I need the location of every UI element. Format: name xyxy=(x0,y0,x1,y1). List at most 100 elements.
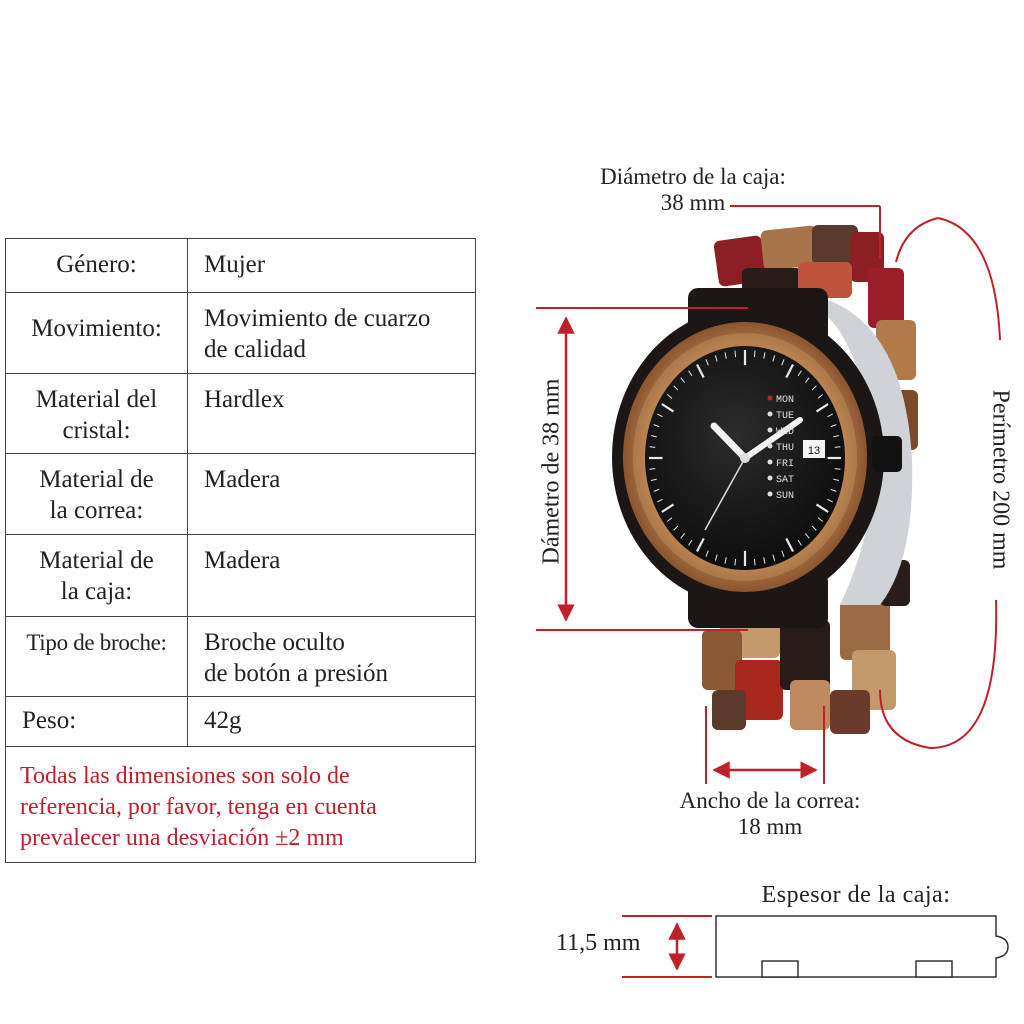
dial-tick xyxy=(785,537,794,553)
dial-tick xyxy=(714,554,718,561)
day-indicator-dot xyxy=(767,475,773,481)
dial-tick xyxy=(753,350,756,358)
dial-tick xyxy=(661,503,675,513)
dial-tick xyxy=(653,488,660,492)
dial-tick xyxy=(650,435,657,438)
dial-tick xyxy=(772,554,776,561)
day-label: SAT xyxy=(776,475,794,486)
dial-tick xyxy=(649,446,656,448)
day-label: FRI xyxy=(776,459,794,470)
day-label: SUN xyxy=(776,491,794,502)
day-indicator-dot xyxy=(767,459,773,465)
day-indicator-dot xyxy=(767,395,773,401)
dial-tick xyxy=(834,468,841,470)
spec-label-weight: Peso: xyxy=(5,696,188,747)
day-label: MON xyxy=(776,395,794,406)
table-row: Material de la correa: Madera xyxy=(5,453,476,535)
dial-tick xyxy=(804,377,810,383)
dial-tick xyxy=(724,352,727,359)
dial-tick xyxy=(804,533,810,539)
day-indicator-dot xyxy=(767,443,773,449)
dial-tick xyxy=(714,355,718,362)
dial-tick xyxy=(763,352,766,359)
dial-tick xyxy=(661,403,675,413)
dial-tick xyxy=(696,363,705,379)
spec-value-weight: 42g xyxy=(187,696,476,747)
spec-label-clasp: Tipo de broche: xyxy=(5,616,188,697)
disclaimer-note: Todas las dimensiones son solo de refere… xyxy=(5,746,476,863)
dial-tick xyxy=(705,550,709,557)
dial-tick xyxy=(833,478,840,481)
dial-tick xyxy=(673,525,679,531)
dial-tick xyxy=(753,558,756,566)
case-diameter-top-label: Diámetro de la caja: 38 mm xyxy=(600,164,786,215)
case-side-profile xyxy=(715,915,1009,978)
case-thickness-value: 11,5 mm xyxy=(556,930,641,956)
perimeter-label: Perímetro 200 mm xyxy=(987,389,1014,570)
dial-tick xyxy=(763,557,766,564)
dial-tick xyxy=(817,394,823,399)
second-hand xyxy=(704,457,746,531)
spec-value-gender: Mujer xyxy=(187,238,476,293)
table-row: Tipo de broche: Broche oculto de botón a… xyxy=(5,616,476,697)
hour-hand xyxy=(710,422,749,462)
dial-tick xyxy=(688,370,693,377)
dial-tick xyxy=(811,525,817,531)
day-indicator-dot xyxy=(767,427,773,433)
day-indicator-dot xyxy=(767,491,773,497)
perimeter-arc-top xyxy=(937,217,1001,341)
dial-tick xyxy=(811,385,817,391)
dial-tick xyxy=(815,403,829,413)
dial-tick xyxy=(785,363,794,379)
dial-tick xyxy=(830,488,837,492)
table-row: Todas las dimensiones son solo de refere… xyxy=(5,746,476,863)
case-thickness-label: Espesor de la caja: xyxy=(761,882,951,908)
dial-tick xyxy=(673,385,679,391)
dial-tick xyxy=(781,550,785,557)
dial-tick xyxy=(734,350,737,358)
dial-tick xyxy=(815,503,829,513)
dial-tick xyxy=(688,539,693,546)
spec-label-gender: Género: xyxy=(5,238,188,293)
dial-tick xyxy=(657,498,663,503)
table-row: Género: Mujer xyxy=(5,238,476,293)
dial-tick xyxy=(653,424,660,428)
dial-tick xyxy=(834,446,841,448)
dial-tick xyxy=(667,517,673,522)
dial-tick xyxy=(797,539,802,546)
day-label: TUE xyxy=(776,411,794,422)
strap-width-label: Ancho de la correa: 18 mm xyxy=(679,788,861,839)
spec-label-crystal: Material del cristal: xyxy=(5,373,188,454)
spec-value-clasp: Broche oculto de botón a presión xyxy=(187,616,476,697)
dial-tick xyxy=(772,355,776,362)
dial-tick xyxy=(781,359,785,366)
dial-tick xyxy=(833,435,840,438)
date-window xyxy=(803,440,825,458)
table-row: Peso: 42g xyxy=(5,696,476,747)
dial-tick xyxy=(650,478,657,481)
dial-tick xyxy=(797,370,802,377)
dial-tick xyxy=(827,498,833,503)
dial-tick xyxy=(649,468,656,470)
dial-tick xyxy=(830,424,837,428)
dial-tick xyxy=(667,394,673,399)
crown-icon xyxy=(872,436,902,472)
dial-tick xyxy=(680,377,686,383)
spec-table: Género: Mujer Movimiento: Movimiento de … xyxy=(5,238,476,863)
dial-tick xyxy=(657,413,663,418)
spec-value-crystal: Hardlex xyxy=(187,373,476,454)
spec-label-movement: Movimiento: xyxy=(5,292,188,374)
day-indicator-dot xyxy=(767,411,773,417)
table-row: Material del cristal: Hardlex xyxy=(5,373,476,454)
spec-value-case: Madera xyxy=(187,534,476,617)
date-text: 13 xyxy=(808,445,820,457)
spec-label-case: Material de la caja: xyxy=(5,534,188,617)
case-diameter-side-label: Dámetro de 38 mm xyxy=(538,378,565,565)
table-row: Material de la caja: Madera xyxy=(5,534,476,617)
day-label: WED xyxy=(776,427,794,438)
dial-tick xyxy=(734,558,737,566)
dial-tick xyxy=(705,359,709,366)
minute-hand xyxy=(742,417,803,461)
